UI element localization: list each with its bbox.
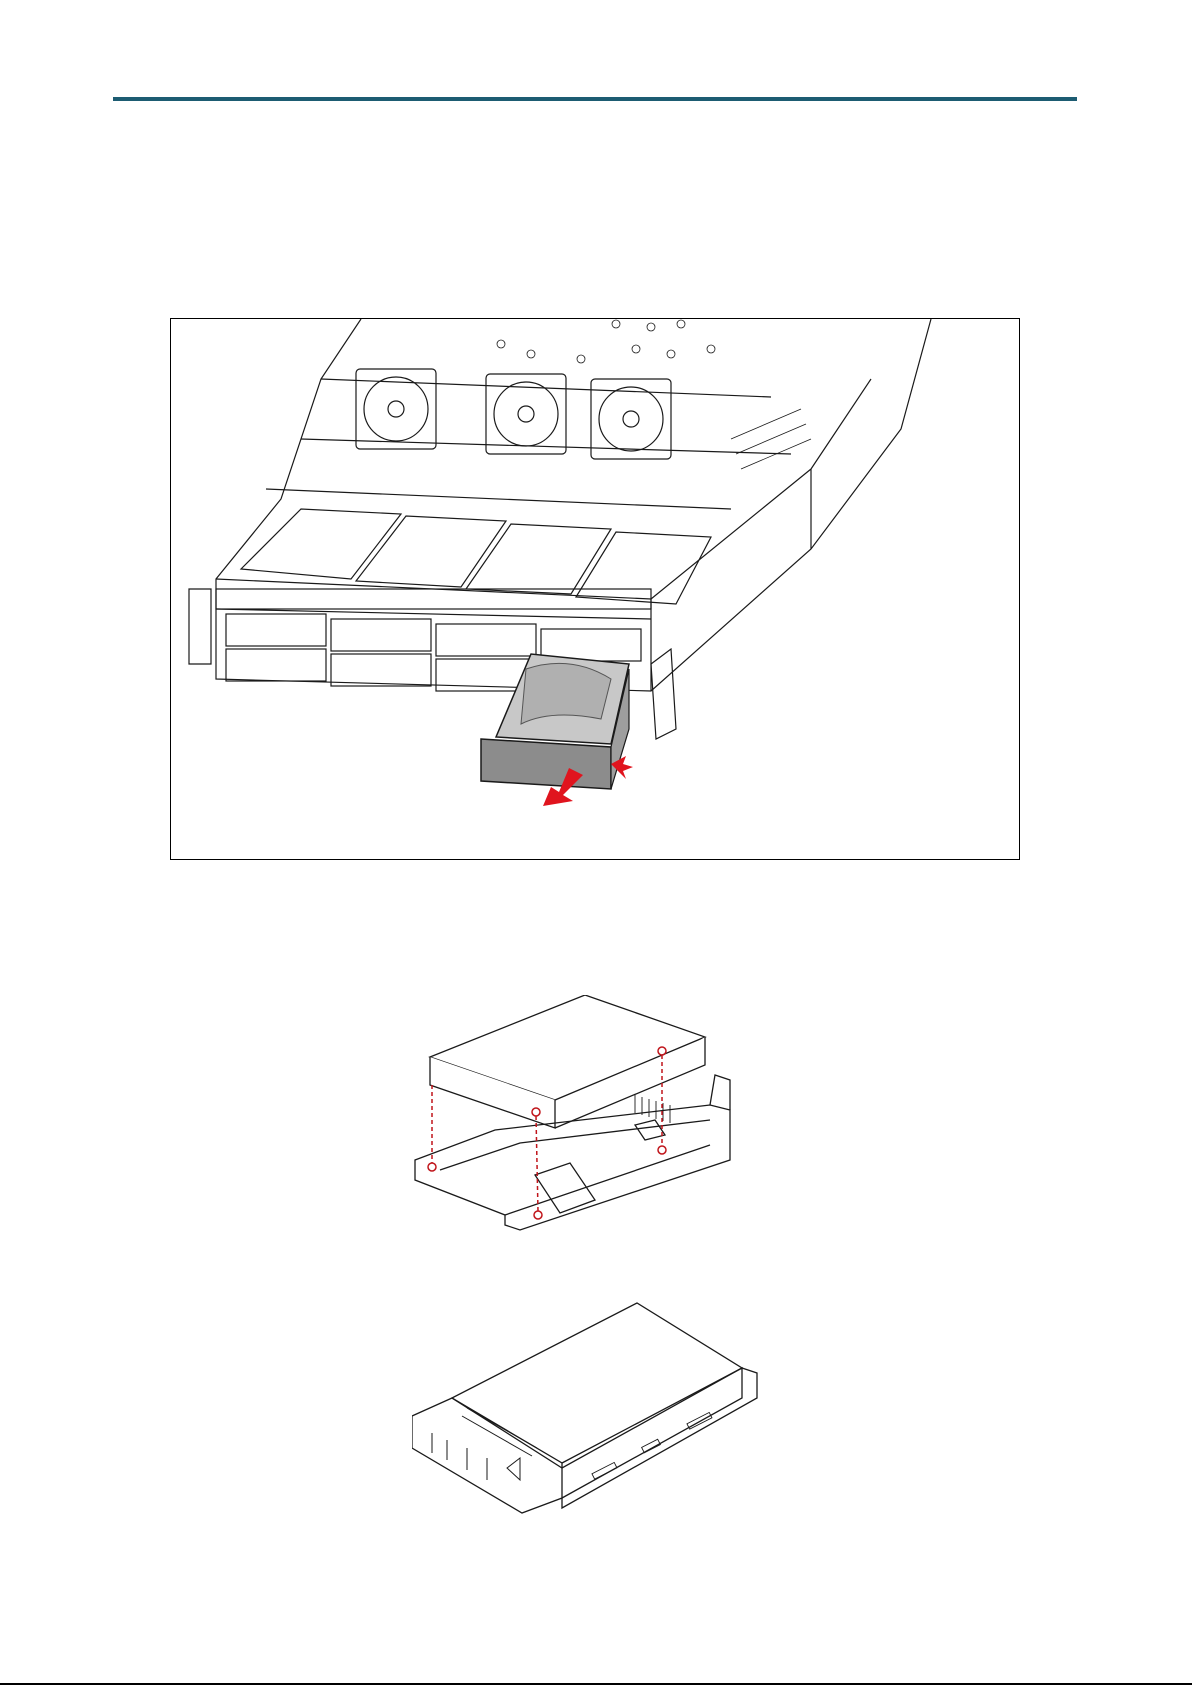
figure-drive-tray-alignment [410, 995, 780, 1240]
drive-tray-alignment-illustration [410, 995, 780, 1240]
drive-installed-illustration [412, 1298, 784, 1518]
figure-drive-installed [412, 1298, 784, 1518]
figure-chassis-drive-removal [170, 318, 1020, 860]
chassis-illustration [171, 319, 1020, 860]
drive-being-removed [481, 654, 629, 789]
header-rule [113, 97, 1077, 101]
